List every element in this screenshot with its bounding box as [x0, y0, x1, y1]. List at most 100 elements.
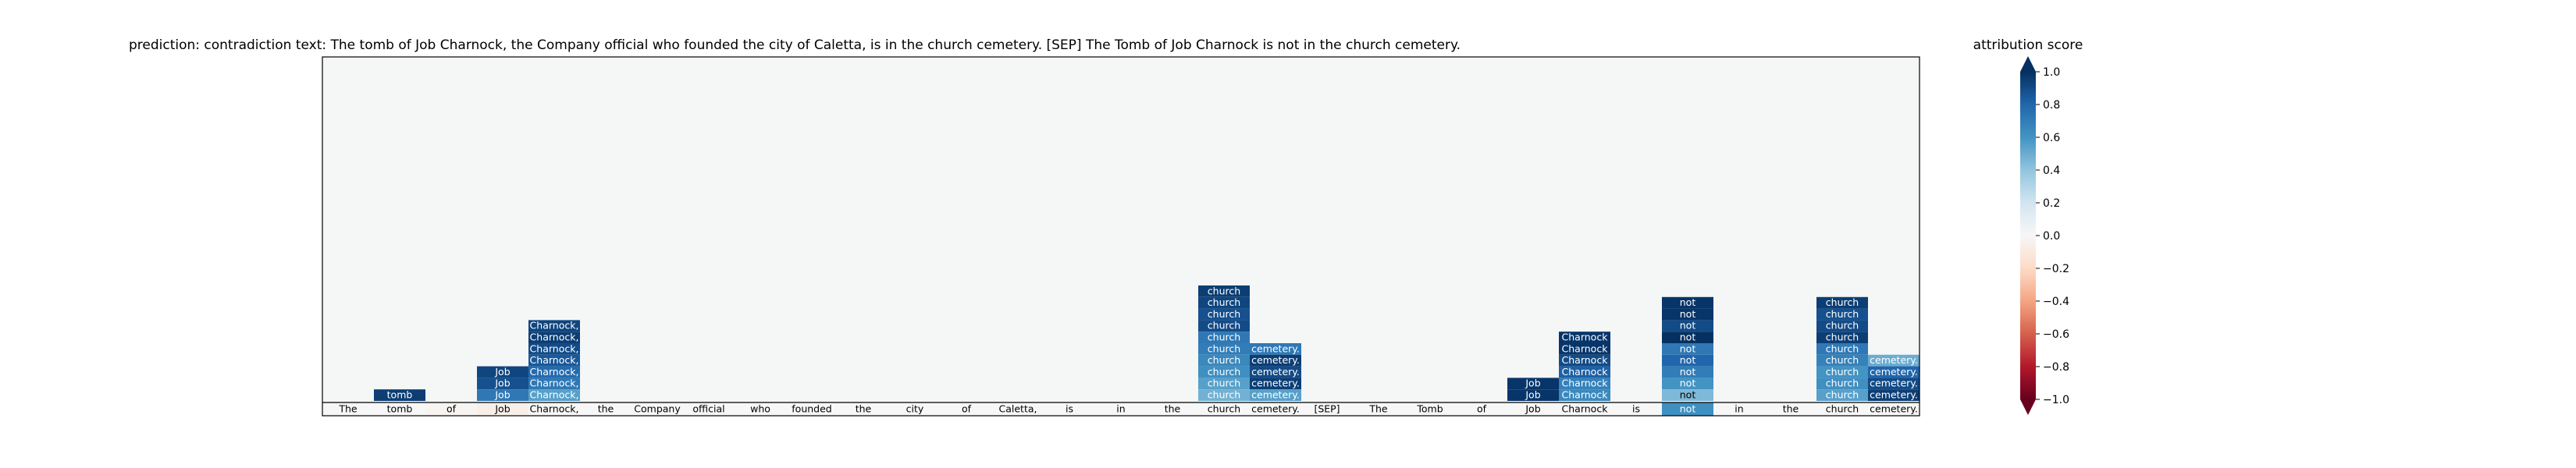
- attribution-cell-label: Job: [494, 366, 510, 378]
- attribution-cell: [1662, 378, 1713, 390]
- attribution-cell: [528, 354, 580, 367]
- token-label: Job: [494, 403, 510, 415]
- token-label: of: [962, 403, 972, 415]
- attribution-cell: [1250, 354, 1301, 367]
- token-label: is: [1632, 403, 1640, 415]
- attribution-cell-label: cemetery.: [1251, 378, 1300, 389]
- attribution-cell: [528, 343, 580, 355]
- attribution-cell: [1198, 354, 1250, 367]
- attribution-cell: [1662, 308, 1713, 321]
- attribution-cell-label: Charnock: [1562, 378, 1609, 389]
- attribution-cell: [477, 378, 528, 390]
- attribution-cell: [1198, 389, 1250, 401]
- attribution-cell: [1662, 332, 1713, 343]
- attribution-cell: [1868, 389, 1920, 401]
- token-label: founded: [792, 403, 831, 415]
- attribution-cell-label: church: [1208, 296, 1240, 308]
- token-cell: [1301, 402, 1353, 416]
- token-label: Charnock: [1562, 403, 1609, 415]
- colorbar-tick-label: −0.2: [2043, 263, 2069, 275]
- attribution-cell: [1198, 308, 1250, 321]
- token-cell: [1559, 402, 1610, 416]
- token-label: the: [598, 403, 614, 415]
- token-cell: [1662, 402, 1713, 416]
- attribution-cell: [1868, 366, 1920, 378]
- attribution-cell-label: cemetery.: [1870, 389, 1918, 401]
- attribution-cell: [1198, 366, 1250, 378]
- colorbar-tick-label: 0.2: [2043, 197, 2060, 210]
- attribution-cell: [1662, 343, 1713, 355]
- attribution-cell-label: church: [1208, 366, 1240, 378]
- attribution-cell: [528, 366, 580, 378]
- attribution-cell-label: Charnock: [1562, 332, 1609, 343]
- attribution-cell: [1559, 366, 1610, 378]
- token-label: cemetery.: [1251, 403, 1300, 415]
- attribution-cell: [1559, 354, 1610, 367]
- attribution-cell: [1198, 332, 1250, 343]
- plot-area-background: [322, 57, 1920, 416]
- attribution-cell-label: cemetery.: [1251, 342, 1300, 354]
- token-label: of: [1477, 403, 1487, 415]
- attribution-cell-label: Charnock,: [530, 389, 579, 401]
- attribution-cell-label: Charnock,: [530, 354, 579, 366]
- token-label: in: [1735, 403, 1743, 415]
- token-label: cemetery.: [1870, 403, 1918, 415]
- attribution-cell: [1198, 343, 1250, 355]
- token-cell: [1198, 402, 1250, 416]
- attribution-cell-label: church: [1208, 308, 1240, 320]
- attribution-cell: [1816, 296, 1868, 309]
- attribution-cells: tombJobJobJobCharnock,Charnock,Charnock,…: [374, 285, 1920, 401]
- token-label: Company: [634, 403, 681, 415]
- attribution-cell: [1816, 332, 1868, 343]
- attribution-cell-label: Charnock: [1562, 342, 1609, 354]
- attribution-cell: [1250, 343, 1301, 355]
- token-label: the: [856, 403, 872, 415]
- token-cell: [374, 402, 425, 416]
- token-label: not: [1680, 403, 1696, 415]
- attribution-cell-label: Charnock: [1562, 389, 1609, 401]
- attribution-cell: [1662, 389, 1713, 401]
- token-label: Job: [1525, 403, 1540, 415]
- token-label: The: [1368, 403, 1388, 415]
- chart-title: prediction: contradiction text: The tomb…: [129, 37, 1461, 53]
- colorbar-tick-label: 0.8: [2043, 99, 2060, 112]
- colorbar-tick-label: 0.6: [2043, 132, 2060, 144]
- attribution-cell: [374, 389, 425, 401]
- attribution-cell-label: church: [1826, 354, 1859, 366]
- attribution-cell: [1250, 378, 1301, 390]
- token-cell: [1044, 402, 1095, 416]
- attribution-cell-label: church: [1208, 285, 1240, 296]
- token-cell: [941, 402, 992, 416]
- attribution-cell-label: church: [1208, 342, 1240, 354]
- token-label: who: [750, 403, 770, 415]
- token-cell: [1507, 402, 1559, 416]
- attribution-cell: [1559, 332, 1610, 343]
- colorbar-tick-label: −0.8: [2043, 361, 2069, 374]
- colorbar-tick-label: 0.4: [2043, 165, 2060, 177]
- token-cell: [477, 402, 528, 416]
- attribution-cell: [1559, 378, 1610, 390]
- token-cell: [1456, 402, 1507, 416]
- token-label: city: [906, 403, 924, 415]
- token-cell: [1713, 402, 1765, 416]
- colorbar-bottom-extension: [2020, 399, 2036, 415]
- token-cell: [425, 402, 477, 416]
- token-label: church: [1826, 403, 1859, 415]
- attribution-cell-label: Charnock,: [530, 342, 579, 354]
- attribution-cell: [1198, 378, 1250, 390]
- attribution-cell-label: cemetery.: [1251, 366, 1300, 378]
- token-cell: [992, 402, 1044, 416]
- attribution-cell: [1662, 296, 1713, 309]
- attribution-cell: [1662, 366, 1713, 378]
- attribution-cell-label: church: [1826, 389, 1859, 401]
- token-cell: [1095, 402, 1147, 416]
- token-cell: [580, 402, 632, 416]
- attribution-cell-label: Charnock,: [530, 366, 579, 378]
- token-label: the: [1783, 403, 1799, 415]
- attribution-cell: [1198, 285, 1250, 297]
- attribution-cell: [528, 378, 580, 390]
- token-cell: [683, 402, 735, 416]
- attribution-cell: [528, 320, 580, 332]
- colorbar: [2020, 72, 2036, 399]
- attribution-cell-label: cemetery.: [1870, 366, 1918, 378]
